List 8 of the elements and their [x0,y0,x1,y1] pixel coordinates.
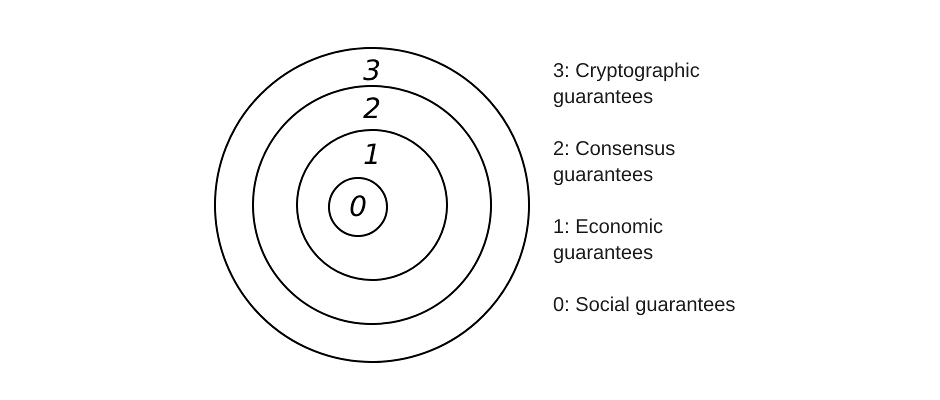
legend-text: 0: Social guarantees [553,293,736,318]
legend-text: 2: Consensus guarantees [553,137,676,188]
ring-number: 1 [363,141,381,169]
ring-number: 2 [363,95,381,123]
ring-number: 3 [363,57,381,85]
legend-text: 1: Economic guarantees [553,215,664,266]
legend-text: 3: Cryptographic guarantees [553,59,701,110]
ring-number: 0 [349,193,367,221]
